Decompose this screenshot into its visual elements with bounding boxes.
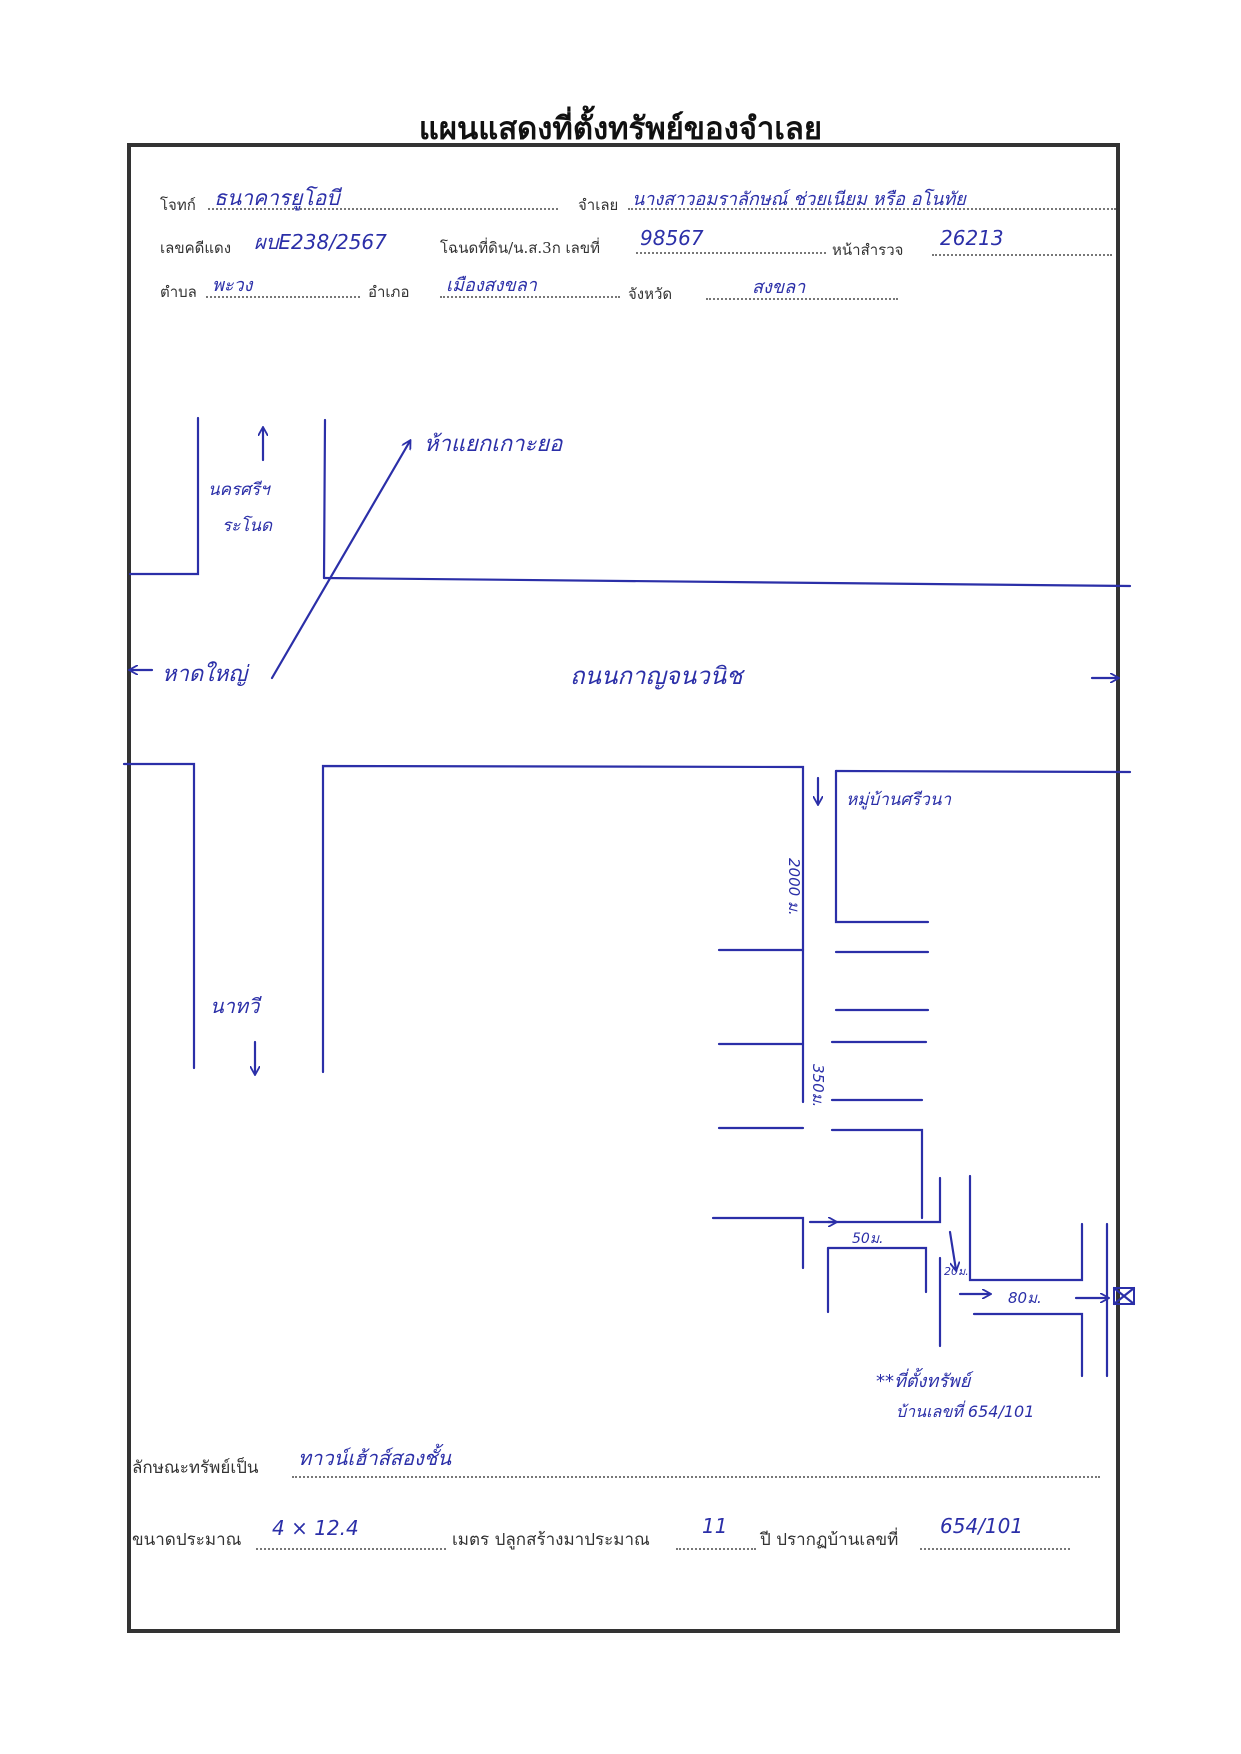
- district-value: เมืองสงขลา: [446, 275, 537, 296]
- province-label: จังหวัด: [628, 285, 673, 303]
- direction-arrows: [130, 428, 1118, 1298]
- road-north-left: [128, 416, 200, 576]
- page-title: แผนแสดงที่ตั้งทรัพย์ของจำเลย: [418, 111, 823, 147]
- asset-type-label: ลักษณะทรัพย์เป็น: [132, 1458, 259, 1478]
- main-road-bottom-right: [321, 764, 805, 1104]
- subdistrict-label: ตำบล: [160, 283, 197, 301]
- deed-label: โฉนดที่ดิน/น.ส.3ก เลขที่: [440, 239, 601, 257]
- survey-label: หน้าสำรวจ: [832, 241, 904, 259]
- soi-left-block-4: [711, 1216, 805, 1270]
- size-dotline: [256, 1548, 446, 1550]
- label-na-thawi: นาทวี: [210, 994, 260, 1018]
- province-dotline: [706, 298, 898, 300]
- asset-note-2: บ้านเลขที่ 654/101: [896, 1402, 1035, 1421]
- meter-label: เมตร ปลูกสร้างมาประมาณ: [452, 1530, 650, 1550]
- main-road-bottom-far: [834, 769, 1132, 774]
- plaintiff-dotline: [208, 208, 558, 210]
- size-value: 4 × 12.4: [272, 1516, 359, 1540]
- label-350m: 350ม.: [809, 1064, 827, 1108]
- label-main-road: ถนนกาญจนวนิช: [570, 662, 743, 690]
- lane-50-top: [826, 1176, 942, 1224]
- road-north-right: [322, 418, 327, 580]
- soi-right-edge: [834, 769, 930, 924]
- arrow-koh-yo: [270, 441, 410, 680]
- soi-right-block-5: [830, 1128, 924, 1220]
- subdistrict-dotline: [206, 296, 360, 298]
- red-case-label: เลขคดีแดง: [160, 239, 232, 257]
- lane-80-bottom: [972, 1312, 1084, 1378]
- asset-type-value: ทาวน์เฮ้าส์สองชั้น: [298, 1446, 452, 1470]
- lane-20-right: [968, 1174, 1084, 1282]
- label-20m: 20ม.: [944, 1265, 969, 1278]
- defendant-value: นางสาวอมราลักษณ์ ช่วยเนียม หรือ อโนทัย: [632, 189, 966, 210]
- arrow-20m-down: [948, 1230, 956, 1270]
- plaintiff-label: โจทก์: [160, 196, 196, 214]
- years-value: 11: [702, 1514, 728, 1538]
- deed-dotline: [636, 252, 826, 254]
- subdistrict-value: พะวง: [212, 275, 253, 296]
- road-lines: [122, 416, 1132, 1378]
- province-value: สงขลา: [752, 277, 806, 298]
- label-ranot: ระโนด: [222, 516, 273, 536]
- survey-dotline: [932, 254, 1112, 256]
- red-case-value: ผบE238/2567: [254, 230, 387, 254]
- years-dotline: [676, 1548, 756, 1550]
- label-soi-distance: 2000 ม.: [785, 858, 803, 916]
- soi-right-block-6: [826, 1246, 928, 1294]
- asset-marker: [1112, 1286, 1136, 1306]
- house-no-value: 654/101: [940, 1514, 1024, 1538]
- years-label: ปี ปรากฏบ้านเลขที่: [760, 1530, 899, 1550]
- district-dotline: [440, 296, 620, 298]
- defendant-label: จำเลย: [578, 196, 619, 214]
- form-frame: [127, 143, 1120, 1633]
- plaintiff-value: ธนาคารยูโอบี: [214, 186, 340, 210]
- asset-note-1: **ที่ตั้งทรัพย์: [876, 1371, 971, 1392]
- house-no-dotline: [920, 1548, 1070, 1550]
- defendant-dotline: [628, 208, 1116, 210]
- label-80m: 80ม.: [1008, 1289, 1042, 1307]
- label-village: หมู่บ้านศรีวนา: [846, 790, 952, 810]
- main-road-top-edge: [322, 576, 1132, 588]
- survey-value: 26213: [940, 226, 1004, 250]
- label-koh-yo: ห้าแยกเกาะยอ: [424, 432, 563, 457]
- district-label: อำเภอ: [368, 283, 410, 301]
- label-hat-yai: หาดใหญ่: [162, 662, 248, 687]
- asset-type-dotline: [292, 1476, 1100, 1478]
- label-50m: 50ม.: [852, 1231, 884, 1247]
- deed-value: 98567: [640, 226, 704, 250]
- label-nakhon-si: นครศรีฯ: [208, 480, 270, 500]
- main-road-bottom-left: [122, 762, 196, 1070]
- size-label: ขนาดประมาณ: [132, 1530, 242, 1550]
